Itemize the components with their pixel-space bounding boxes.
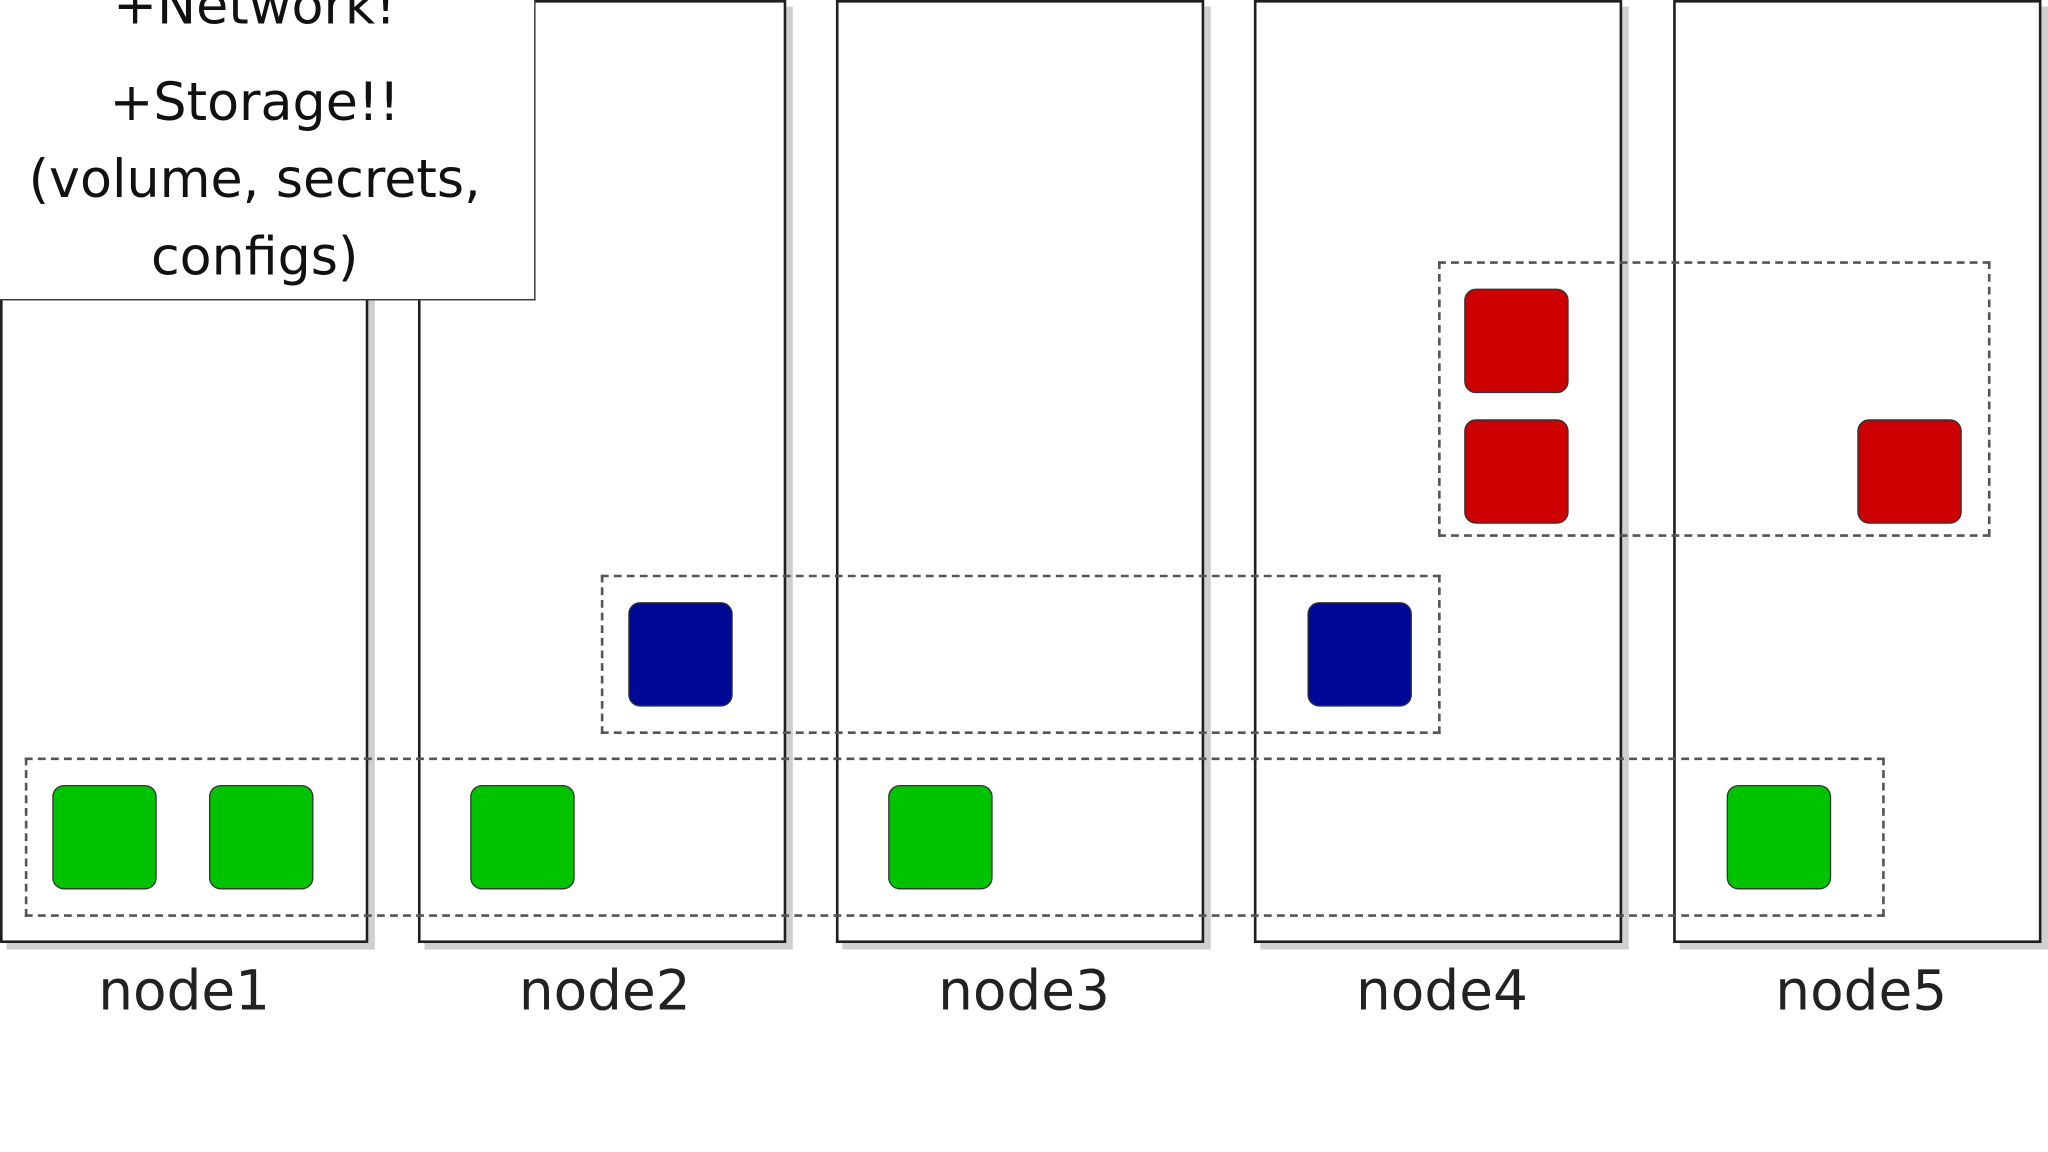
green-task bbox=[52, 784, 157, 890]
red-task bbox=[1857, 419, 1962, 524]
green-task bbox=[1726, 784, 1832, 890]
blue-service-group bbox=[600, 574, 1441, 735]
green-task bbox=[470, 784, 575, 890]
node1-label: node1 bbox=[98, 958, 271, 1023]
blue-task bbox=[628, 602, 733, 707]
node5-label: node5 bbox=[1775, 958, 1948, 1023]
callout-configs-text: configs) bbox=[150, 227, 359, 288]
node2-label: node2 bbox=[518, 958, 691, 1023]
green-service-group bbox=[24, 757, 1885, 917]
node3-label: node3 bbox=[938, 958, 1110, 1023]
red-task bbox=[1464, 419, 1569, 524]
callout-storage-text: +Storage!! bbox=[109, 73, 400, 134]
callout-volume-text: (volume, secrets, bbox=[28, 150, 481, 211]
callout-box: +Network! +Storage!! (volume, secrets, c… bbox=[0, 0, 536, 301]
green-task bbox=[208, 784, 314, 890]
red-service-group bbox=[1438, 261, 1991, 537]
callout-network-text: +Network! bbox=[113, 0, 397, 37]
red-task bbox=[1464, 288, 1569, 394]
green-task bbox=[888, 784, 993, 890]
node4-label: node4 bbox=[1356, 958, 1528, 1023]
blue-task bbox=[1307, 602, 1412, 707]
